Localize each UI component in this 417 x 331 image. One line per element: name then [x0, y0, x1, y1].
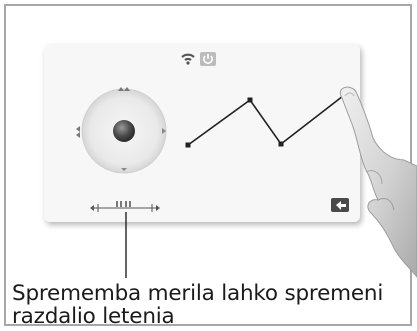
hand-pointer-icon [339, 86, 417, 278]
power-icon[interactable] [200, 52, 216, 66]
waypoint-3[interactable] [278, 141, 284, 147]
arrow-down-icon [121, 168, 127, 171]
back-arrow-icon[interactable] [331, 198, 349, 212]
flight-path [185, 95, 344, 148]
joystick[interactable] [81, 88, 167, 174]
wifi-icon [181, 53, 195, 65]
caption-line-1: Sprememba merila lahko spremeni [12, 281, 384, 306]
controller-screen [44, 44, 360, 222]
arrow-left-icon [76, 126, 80, 138]
joystick-knob[interactable] [113, 120, 135, 142]
waypoint-1[interactable] [185, 142, 191, 148]
scale-slider-icon[interactable] [90, 201, 160, 212]
waypoint-2[interactable] [247, 97, 253, 103]
caption-line-2: razdalio letenia [12, 304, 175, 329]
arrow-up-icon [118, 87, 130, 91]
arrow-right-icon [162, 128, 166, 134]
caption: Sprememba merila lahko spremeni razdalio… [12, 282, 407, 328]
